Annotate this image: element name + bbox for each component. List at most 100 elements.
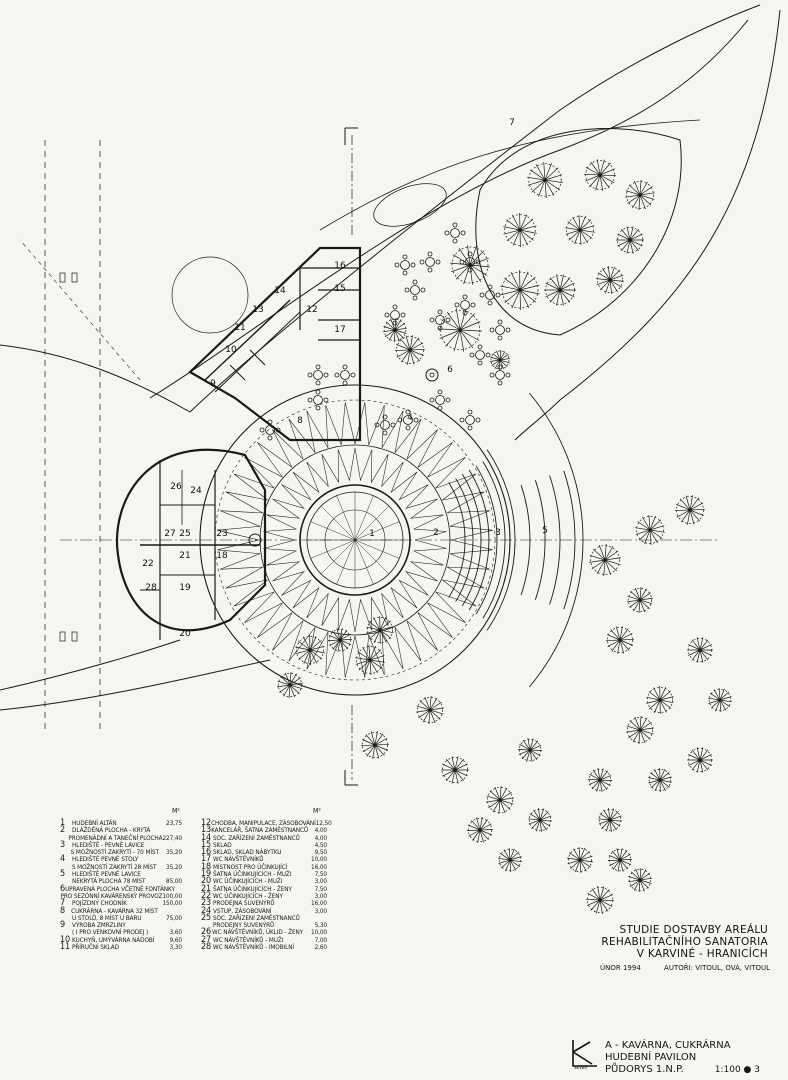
legend-row: 2Dlážděná plocha - krytá [60, 826, 182, 835]
room-label-26: 26 [170, 482, 182, 492]
chair [505, 327, 511, 333]
legend-text: Výroba zmrzliny [72, 921, 126, 930]
chair [479, 292, 485, 298]
legend-number: 10 [60, 934, 71, 945]
room-label-27: 27 [164, 529, 175, 539]
table [495, 370, 505, 380]
tree-outline [396, 336, 424, 364]
legend-area: 2,60 [314, 943, 328, 952]
legend-area: 10,00 [311, 855, 327, 864]
legend-text: Pojízdný chodník [72, 899, 127, 908]
chair [445, 317, 451, 323]
room-label-17: 17 [334, 325, 345, 335]
room-label-18: 18 [216, 551, 228, 561]
chair [462, 294, 468, 300]
table [380, 420, 390, 430]
tree-canopy [596, 266, 624, 294]
legend-text: Vstup, zásobování [213, 906, 272, 915]
chair [489, 372, 495, 378]
table [425, 257, 435, 267]
chair [307, 372, 313, 378]
plaza-outer-circle [199, 384, 511, 696]
table [340, 370, 350, 380]
chair [477, 344, 483, 350]
room-label-20: 20 [179, 629, 191, 639]
legend-area: 5,30 [314, 921, 328, 930]
legend-unit: m² [313, 807, 321, 815]
table [313, 395, 323, 405]
chair [452, 222, 458, 228]
chair [394, 262, 400, 268]
chair [470, 302, 476, 308]
date: ÚNOR 1994 [600, 964, 641, 972]
tree-canopy [565, 214, 595, 246]
legend-text: Prodejna suvenýrů [213, 899, 275, 908]
legend-area: 16,00 [311, 899, 327, 908]
legend-text: Hlediště pevné lavice [72, 870, 141, 879]
legend-row: 19Šatna účinkujících - muži7,50 [201, 869, 327, 879]
chair [437, 389, 443, 395]
chair [382, 430, 388, 436]
legend-number: 9 [60, 920, 66, 931]
legend-number: 25 [201, 912, 212, 923]
legend-number: 17 [201, 854, 212, 865]
chair [469, 352, 475, 358]
legend-area: 4,00 [314, 833, 328, 842]
legend-row: 21Šatna účinkujících - ženy7,50 [201, 884, 328, 893]
legend-row: 23Prodejna suvenýrů 16,00 [201, 898, 327, 909]
table [313, 370, 323, 380]
chair [497, 380, 503, 386]
table [495, 325, 505, 335]
table [265, 425, 275, 435]
chair [374, 422, 380, 428]
sever-logo-icon: SEVER [572, 1040, 597, 1070]
legend-number: 23 [201, 898, 212, 909]
room-label-3: 3 [495, 528, 501, 538]
tree-outline [566, 216, 594, 244]
chair [485, 352, 491, 358]
chair [452, 238, 458, 244]
chair [384, 312, 390, 318]
tree-outline [647, 687, 673, 713]
chair [454, 302, 460, 308]
legend-row: u stolů, 8 míst u baru75,00 [60, 914, 182, 922]
tree-outline [383, 318, 407, 342]
site-boundary-upper-inner [149, 19, 749, 399]
tree-outline [504, 214, 536, 246]
bench-arc [448, 482, 466, 598]
tree-outline [467, 817, 493, 843]
tree-outline [367, 617, 393, 643]
legend-area: 23,75 [166, 819, 182, 827]
garden-leaf-outline [475, 128, 682, 336]
chair [412, 279, 418, 285]
tree-canopy [567, 846, 593, 874]
legend-area: 35,20 [166, 862, 182, 871]
legend-text: Šatna účinkujících - muži [213, 870, 292, 879]
tree-canopy [450, 245, 490, 285]
room-label-15: 15 [334, 284, 345, 294]
tree-outline [362, 732, 388, 758]
legend-text: s možností zakrytí 28 míst [71, 862, 157, 871]
legend-area: 7,50 [314, 884, 328, 893]
date-authors-row: ÚNOR 1994 AUTOŘI: VITOUL, OVÁ, VITOUL [600, 964, 770, 972]
legend-row: 13Kancelář, šatna zaměstnanců4,00 [201, 825, 327, 836]
tree-outline [487, 787, 513, 813]
chair [315, 389, 321, 395]
tree-canopy [589, 543, 621, 577]
legend-area: 85,00 [166, 877, 182, 886]
tree-outline [490, 350, 510, 370]
tree-canopy [466, 817, 494, 843]
legend-text: Kuchyň, umývárna nádobí [72, 935, 155, 944]
room-label-4: 4 [407, 413, 413, 423]
tree-outline [356, 646, 384, 674]
room-label-19: 19 [179, 583, 191, 593]
path-7-upper-edge [319, 119, 701, 231]
tree-canopy [498, 847, 522, 873]
legend-number: 13 [201, 825, 212, 836]
legend-row: 12Chodba, manipulace, zásobování12,50 [201, 818, 332, 827]
radial-line [320, 505, 356, 541]
legend-number: 15 [201, 839, 212, 850]
radial-line [310, 539, 356, 559]
legend-text: Cukrárna - kavárna 32 míst [71, 906, 158, 915]
radial-line [310, 521, 356, 541]
